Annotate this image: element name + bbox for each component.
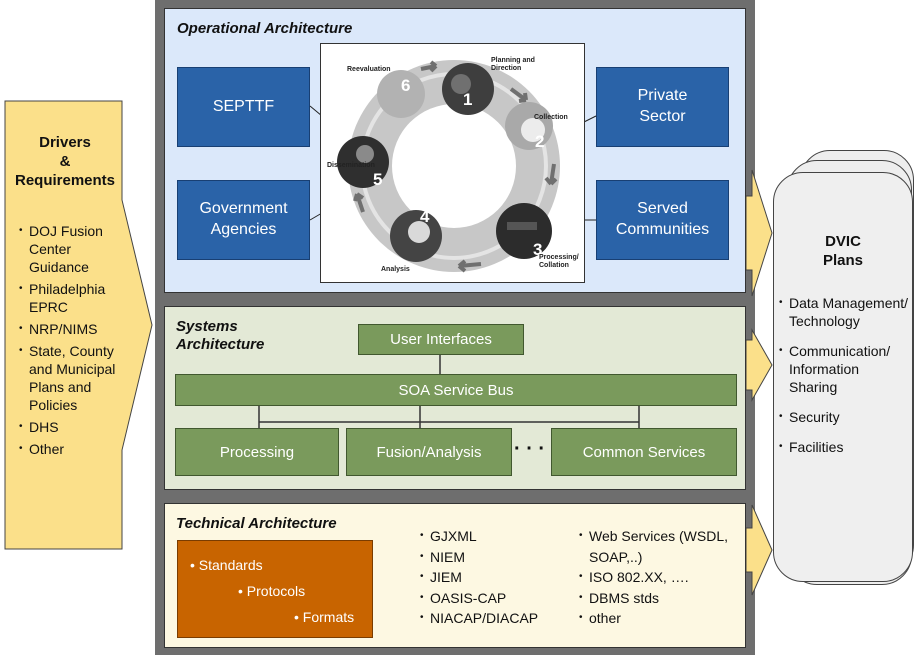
drivers-item: NRP/NIMS bbox=[19, 320, 127, 338]
common-services-box: Common Services bbox=[551, 428, 737, 476]
technical-item: NIEM bbox=[420, 547, 570, 568]
photo-processing bbox=[496, 203, 552, 259]
systems-connectors bbox=[258, 354, 640, 428]
dvic-item: Security bbox=[779, 408, 909, 426]
step-3-number: 3 bbox=[533, 240, 543, 259]
technical-item: NIACAP/DIACAP bbox=[420, 608, 570, 629]
dvic-item: Data Management/ Technology bbox=[779, 294, 909, 330]
step-1-number: 1 bbox=[463, 90, 473, 109]
private-sector-box: Private Sector bbox=[596, 67, 729, 147]
technical-item: GJXML bbox=[420, 526, 570, 547]
dvic-item: Facilities bbox=[779, 438, 909, 456]
intelligence-cycle-image: 1 Planning and Direction 2 Collection 3 … bbox=[320, 43, 585, 283]
cycle-graphic bbox=[337, 60, 560, 273]
fusion-analysis-box: Fusion/Analysis bbox=[346, 428, 512, 476]
step-6-number: 6 bbox=[401, 76, 411, 95]
systems-title: Systems Architecture bbox=[176, 318, 265, 353]
technical-title: Technical Architecture bbox=[176, 515, 337, 532]
technical-item: ISO 802.XX, …. bbox=[579, 567, 739, 588]
drivers-item: Philadelphia EPRC bbox=[19, 280, 127, 316]
standards-label: • Standards bbox=[190, 557, 263, 573]
step-4-number: 4 bbox=[420, 207, 430, 226]
drivers-item: State, County and Municipal Plans and Po… bbox=[19, 342, 127, 414]
dvic-item: Communication/ Information Sharing bbox=[779, 342, 909, 396]
drivers-item: DOJ Fusion Center Guidance bbox=[19, 222, 127, 276]
more-services-ellipsis: · · · bbox=[514, 438, 546, 460]
step-5-label: Dissemination bbox=[327, 162, 375, 169]
formats-label: • Formats bbox=[294, 609, 355, 625]
technical-item: JIEM bbox=[420, 567, 570, 588]
photo-reevaluation bbox=[377, 70, 425, 118]
standards-box: • Standards • Protocols • Formats bbox=[177, 540, 373, 638]
dvic-list: Data Management/ Technology Communicatio… bbox=[779, 294, 909, 468]
technical-item: Web Services (WSDL, SOAP,..) bbox=[579, 526, 739, 567]
step-5-number: 5 bbox=[373, 170, 383, 189]
protocols-label: • Protocols bbox=[238, 583, 306, 599]
step-4-label: Analysis bbox=[381, 266, 410, 273]
technical-item: other bbox=[579, 608, 739, 629]
user-interfaces-box: User Interfaces bbox=[358, 324, 524, 355]
technical-item: OASIS-CAP bbox=[420, 588, 570, 609]
technical-list-2: Web Services (WSDL, SOAP,..) ISO 802.XX,… bbox=[579, 526, 739, 629]
septtf-box: SEPTTF bbox=[177, 67, 310, 147]
step-6-label: Reevaluation bbox=[347, 66, 391, 73]
government-agencies-box: Government Agencies bbox=[177, 180, 310, 260]
served-communities-box: Served Communities bbox=[596, 180, 729, 260]
step-2-number: 2 bbox=[535, 132, 545, 151]
soa-service-bus: SOA Service Bus bbox=[175, 374, 737, 406]
processing-box: Processing bbox=[175, 428, 339, 476]
drivers-list: DOJ Fusion Center Guidance Philadelphia … bbox=[19, 222, 127, 462]
operational-title: Operational Architecture bbox=[177, 20, 353, 37]
drivers-item: DHS bbox=[19, 418, 127, 436]
dvic-title: DVIC Plans bbox=[822, 233, 864, 269]
drivers-item: Other bbox=[19, 440, 127, 458]
step-3-label: Processing/ Collation bbox=[539, 254, 579, 269]
technical-list-1: GJXML NIEM JIEM OASIS-CAP NIACAP/DIACAP bbox=[420, 526, 570, 629]
drivers-title: Drivers & Requirements bbox=[14, 134, 116, 189]
technical-item: DBMS stds bbox=[579, 588, 739, 609]
output-arrows bbox=[746, 169, 773, 596]
step-1-label: Planning and Direction bbox=[491, 57, 535, 72]
step-2-label: Collection bbox=[534, 114, 568, 121]
